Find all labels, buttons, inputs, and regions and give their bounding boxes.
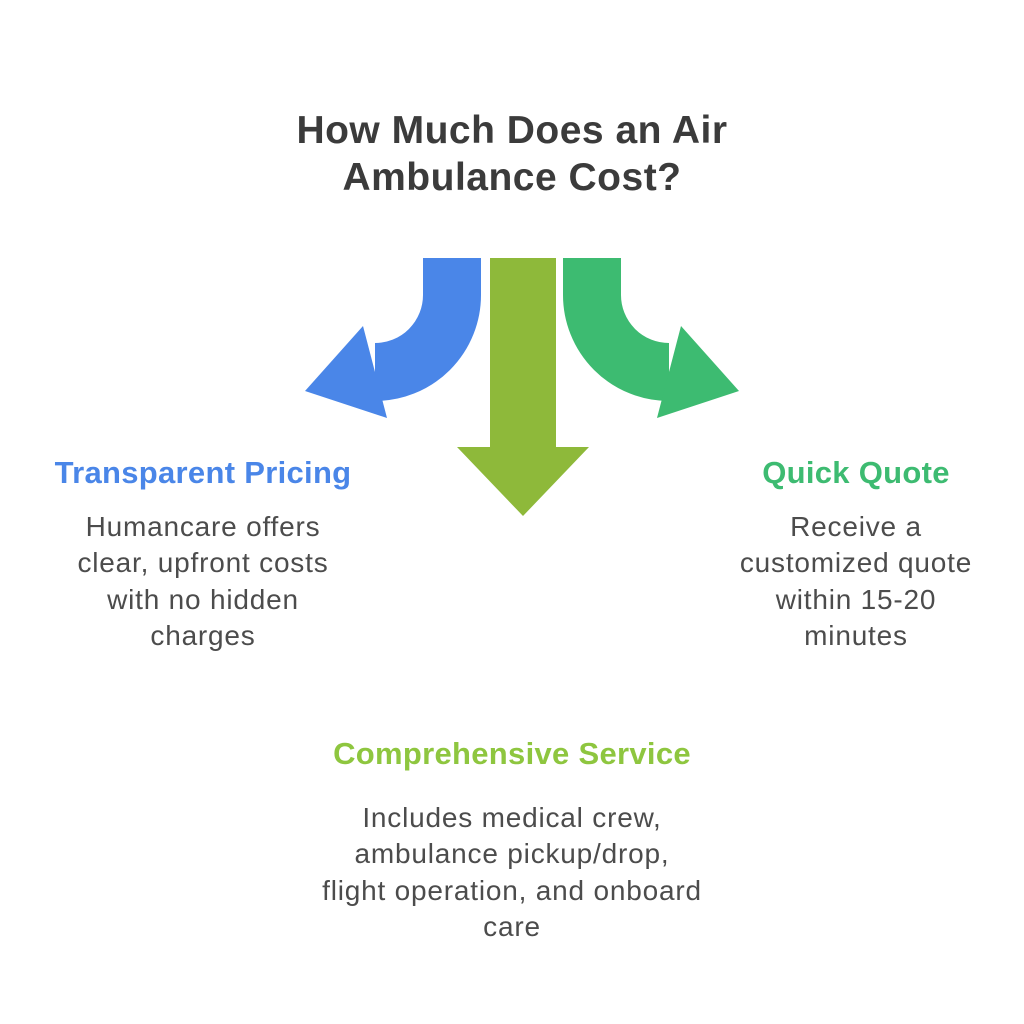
green-curved-arrow-icon bbox=[563, 258, 739, 418]
page-title: How Much Does an Air Ambulance Cost? bbox=[296, 109, 728, 199]
blue-arrowhead-icon bbox=[305, 326, 387, 418]
quick-quote-body: Receive a customized quote within 15-20 … bbox=[739, 511, 973, 652]
comprehensive-service-body: Includes medical crew, ambulance pickup/… bbox=[322, 802, 702, 943]
green-down-arrow-icon bbox=[457, 258, 589, 516]
green-arrow-curve bbox=[563, 258, 671, 401]
transparent-pricing-heading: Transparent Pricing bbox=[54, 455, 352, 490]
comprehensive-service-heading: Comprehensive Service bbox=[333, 736, 691, 771]
quick-quote-heading: Quick Quote bbox=[762, 455, 950, 490]
blue-curved-arrow-icon bbox=[305, 258, 481, 418]
section-quick-quote: Quick Quote Receive a customized quote w… bbox=[696, 455, 1016, 655]
section-comprehensive-service: Comprehensive Service Includes medical c… bbox=[212, 736, 812, 946]
blue-arrow-curve bbox=[373, 258, 481, 401]
transparent-pricing-body: Humancare offers clear, upfront costs wi… bbox=[77, 511, 329, 652]
green-arrowhead-icon bbox=[657, 326, 739, 418]
section-transparent-pricing: Transparent Pricing Humancare offers cle… bbox=[18, 455, 388, 655]
